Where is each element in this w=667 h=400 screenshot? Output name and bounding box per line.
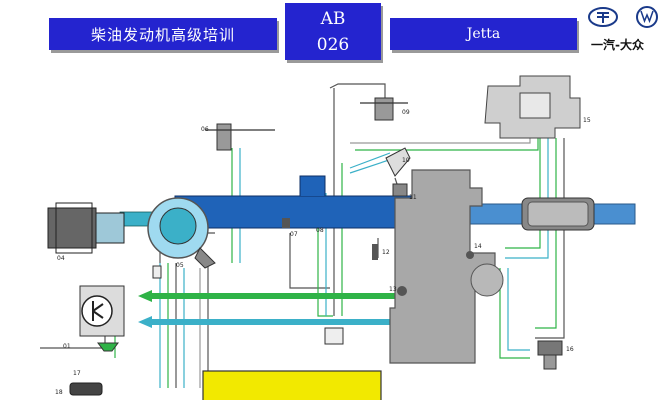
label-14: 14 (474, 243, 482, 250)
temp-sensor-icon (282, 218, 290, 228)
egr-valve (374, 97, 394, 121)
vw-logo-icon (636, 6, 658, 28)
label-01: 01 (63, 343, 71, 350)
header-title-box: 柴油发动机高级培训 (49, 18, 277, 50)
engine-control-unit (202, 370, 382, 400)
label-08: 08 (316, 227, 324, 234)
header-model: Jetta (466, 26, 501, 42)
coolant-sensor-icon (466, 251, 474, 259)
solenoid-valve (216, 123, 232, 151)
label-10: 10 (402, 157, 410, 164)
label-06: 06 (201, 126, 209, 133)
transistor-icon (92, 301, 104, 321)
glow-plug-icon (372, 244, 378, 260)
label-04: 04 (57, 255, 65, 262)
brand-logos (588, 6, 658, 28)
turbo-actuator (194, 247, 216, 269)
intake-manifold (174, 195, 416, 229)
air-mass-meter (47, 207, 97, 249)
label-07: 07 (290, 231, 298, 238)
label-15: 15 (583, 117, 591, 124)
header-code-line1: AB (320, 8, 346, 29)
diagnostic-connector-18 (69, 382, 103, 396)
label-13: 13 (389, 286, 397, 293)
green-arrow-icon (138, 290, 152, 302)
injector (385, 147, 411, 177)
header-code-box: AB 026 (285, 3, 381, 60)
sensor-16 (537, 340, 563, 356)
label-11: 11 (409, 194, 417, 201)
air-meter-sensor (95, 212, 125, 244)
needle-lift-sensor (392, 183, 408, 197)
label-18: 18 (55, 389, 63, 396)
boost-sensor-icon (152, 265, 162, 279)
label-09: 09 (402, 109, 410, 116)
egr-pipe (299, 175, 326, 196)
label-17: 17 (73, 370, 81, 377)
crank-pulley (470, 263, 504, 297)
header-title: 柴油发动机高级培训 (90, 25, 235, 44)
teal-arrow-icon (138, 316, 152, 328)
engine-system-diagram: 01 04 05 06 07 08 09 10 11 12 13 14 15 1… (40, 75, 636, 400)
pedal-sensor-17 (97, 342, 119, 352)
faw-logo-icon (588, 7, 618, 27)
label-12: 12 (382, 249, 390, 256)
label-05: 05 (176, 262, 184, 269)
brand-name: 一汽-大众 (591, 38, 644, 52)
header-code-line2: 026 (316, 34, 350, 55)
label-16: 16 (566, 346, 574, 353)
header-model-box: Jetta (390, 18, 577, 50)
ecu-plug (324, 327, 344, 345)
speed-sensor-icon (397, 286, 407, 296)
